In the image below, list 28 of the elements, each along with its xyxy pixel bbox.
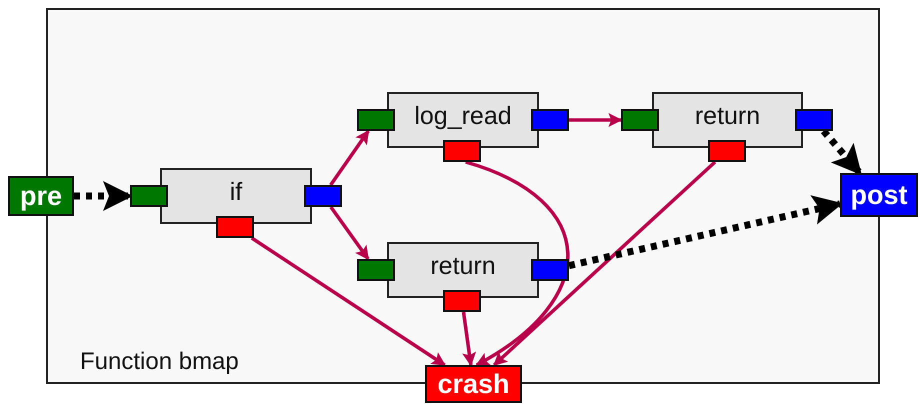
input-port: [130, 185, 168, 207]
output-port: [795, 109, 833, 131]
error-port: [443, 140, 481, 162]
input-port: [357, 109, 395, 131]
output-port: [531, 259, 569, 281]
process-box: if: [160, 168, 312, 224]
exit-node: post: [840, 173, 918, 217]
error-port: [443, 290, 481, 312]
arrow: [462, 312, 476, 366]
input-port: [357, 259, 395, 281]
frame-title: Function bmap: [80, 348, 239, 376]
arrow: [492, 160, 716, 366]
process-box: return: [652, 92, 803, 148]
input-port: [621, 109, 659, 131]
entry-node: pre: [8, 176, 74, 216]
arrow: [329, 206, 370, 260]
arrow: [329, 130, 370, 186]
arrow: [465, 160, 570, 366]
arrow: [250, 236, 446, 366]
output-port: [531, 109, 569, 131]
crash-node: crash: [425, 365, 522, 403]
error-port: [216, 216, 254, 238]
error-port: [708, 140, 746, 162]
process-box: log_read: [387, 92, 539, 148]
arrow: [820, 128, 863, 176]
process-box: return: [387, 242, 539, 298]
arrow: [569, 113, 622, 127]
output-port: [304, 185, 342, 207]
